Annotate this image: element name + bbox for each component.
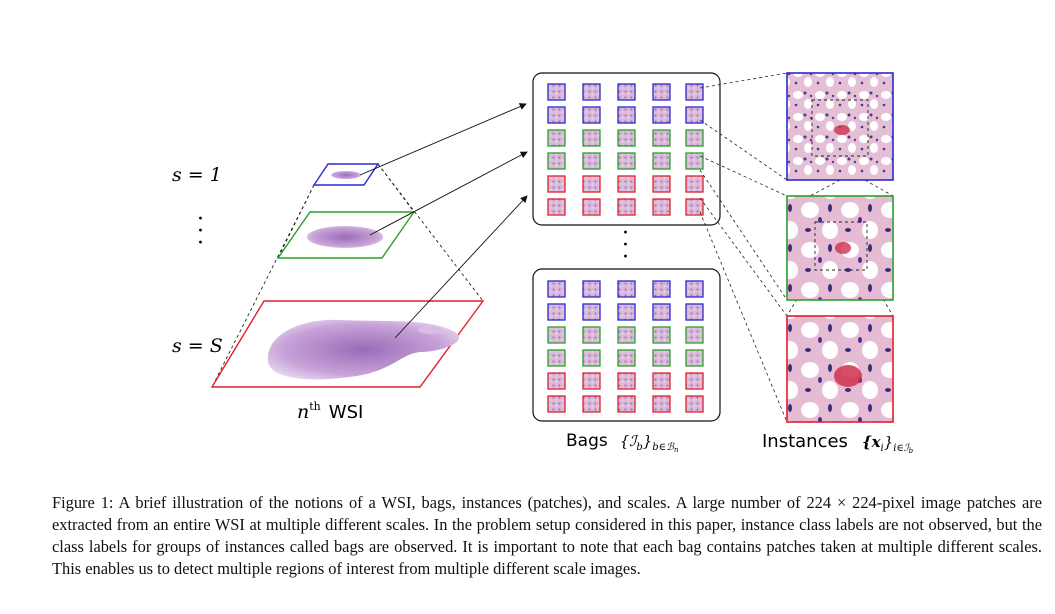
patch [547,175,566,193]
patch [685,152,704,170]
wsi-scale-1 [312,163,380,186]
instances-label-sub2: i∈ℐ [893,443,911,454]
bags-label-sub2: b∈ℬ [652,442,675,453]
patch [685,395,704,413]
patch [617,152,636,170]
patch [617,175,636,193]
patch [652,83,671,101]
caption-text: Figure 1: A brief illustration of the no… [52,493,1042,578]
patch [582,303,601,321]
patch [652,349,671,367]
patch [685,280,704,298]
patch [547,372,566,390]
wsi-label-n: n [297,401,309,423]
wsi-scale-2 [276,211,416,259]
patch [617,198,636,216]
bag-1 [532,72,721,226]
instances-label: Instances {xi}i∈ℐb [762,431,914,455]
patch [685,175,704,193]
patch [547,152,566,170]
bags-label-close: } [643,432,653,450]
patch [652,326,671,344]
bags-label: Bags {ℐb}b∈ℬn [566,431,679,454]
patch [582,198,601,216]
patch [685,198,704,216]
vertical-dots: ··· [197,207,204,256]
patch [652,280,671,298]
patch [617,280,636,298]
patch [582,280,601,298]
patch [685,106,704,124]
patch [685,303,704,321]
patch [652,152,671,170]
patch [685,372,704,390]
instance-scale-1 [786,72,894,181]
patch [617,106,636,124]
patch [652,372,671,390]
patch [582,152,601,170]
bag-1-patches [547,83,704,216]
patch [582,372,601,390]
pyramid-lines [211,163,484,388]
patch [652,303,671,321]
zoom-lines [699,72,894,423]
patch [685,349,704,367]
patch [617,303,636,321]
patch [547,83,566,101]
bags-label-sub3: n [674,446,679,454]
wsi-label-text: WSI [329,402,364,423]
patch [685,129,704,147]
instances-label-sub3: b [909,447,914,455]
patch [617,129,636,147]
arrows [359,103,528,339]
patch [652,129,671,147]
patch [582,395,601,413]
patch [582,106,601,124]
bags-label-text: Bags [566,431,608,451]
instances-label-close: } [884,433,894,451]
patch [652,395,671,413]
instances-label-math: {x [862,433,882,451]
patch [547,106,566,124]
figure-caption: Figure 1: A brief illustration of the no… [52,492,1042,580]
bags-label-math: {ℐ [620,432,640,450]
patch [617,326,636,344]
patch [582,326,601,344]
bag-vertical-dots: ··· [622,221,629,270]
scale-bottom-label: s = S [172,335,223,357]
patch [652,175,671,193]
wsi-label: nth WSI [297,400,363,423]
patch [547,326,566,344]
patch [582,349,601,367]
wsi-label-sup: th [309,400,321,413]
patch [547,349,566,367]
patch [547,395,566,413]
patch [617,395,636,413]
bag-2 [532,268,721,422]
bag-2-patches [547,280,704,413]
wsi-scale-S [210,300,485,388]
patch [685,326,704,344]
patch [582,83,601,101]
patch [685,83,704,101]
instance-scale-S [786,315,894,423]
patch [582,129,601,147]
instance-scale-2 [786,195,894,301]
patch [652,106,671,124]
patch [617,372,636,390]
patch [582,175,601,193]
instances-label-text: Instances [762,431,848,452]
patch [547,280,566,298]
patch [652,198,671,216]
patch [617,83,636,101]
scale-top-label: s = 1 [172,164,222,186]
patch [547,303,566,321]
bags-label-sub: b [636,442,642,453]
patch [617,349,636,367]
patch [547,198,566,216]
patch [547,129,566,147]
instances-label-sub: i [881,443,884,454]
